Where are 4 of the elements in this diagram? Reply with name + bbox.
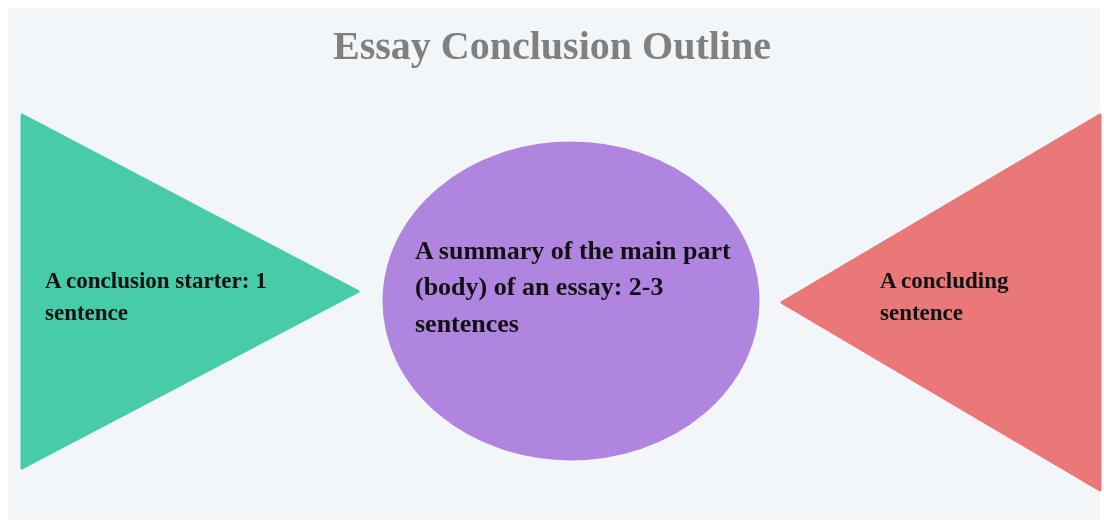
shape-text: A conclusion starter: 1 sentence bbox=[45, 267, 268, 328]
shape-text: A summary of the main part (body) of an essay: 2-3 sentences bbox=[415, 235, 732, 340]
diagram-title: Essay Conclusion Outline bbox=[332, 22, 772, 69]
shape-text: A concluding sentence bbox=[880, 267, 1010, 328]
